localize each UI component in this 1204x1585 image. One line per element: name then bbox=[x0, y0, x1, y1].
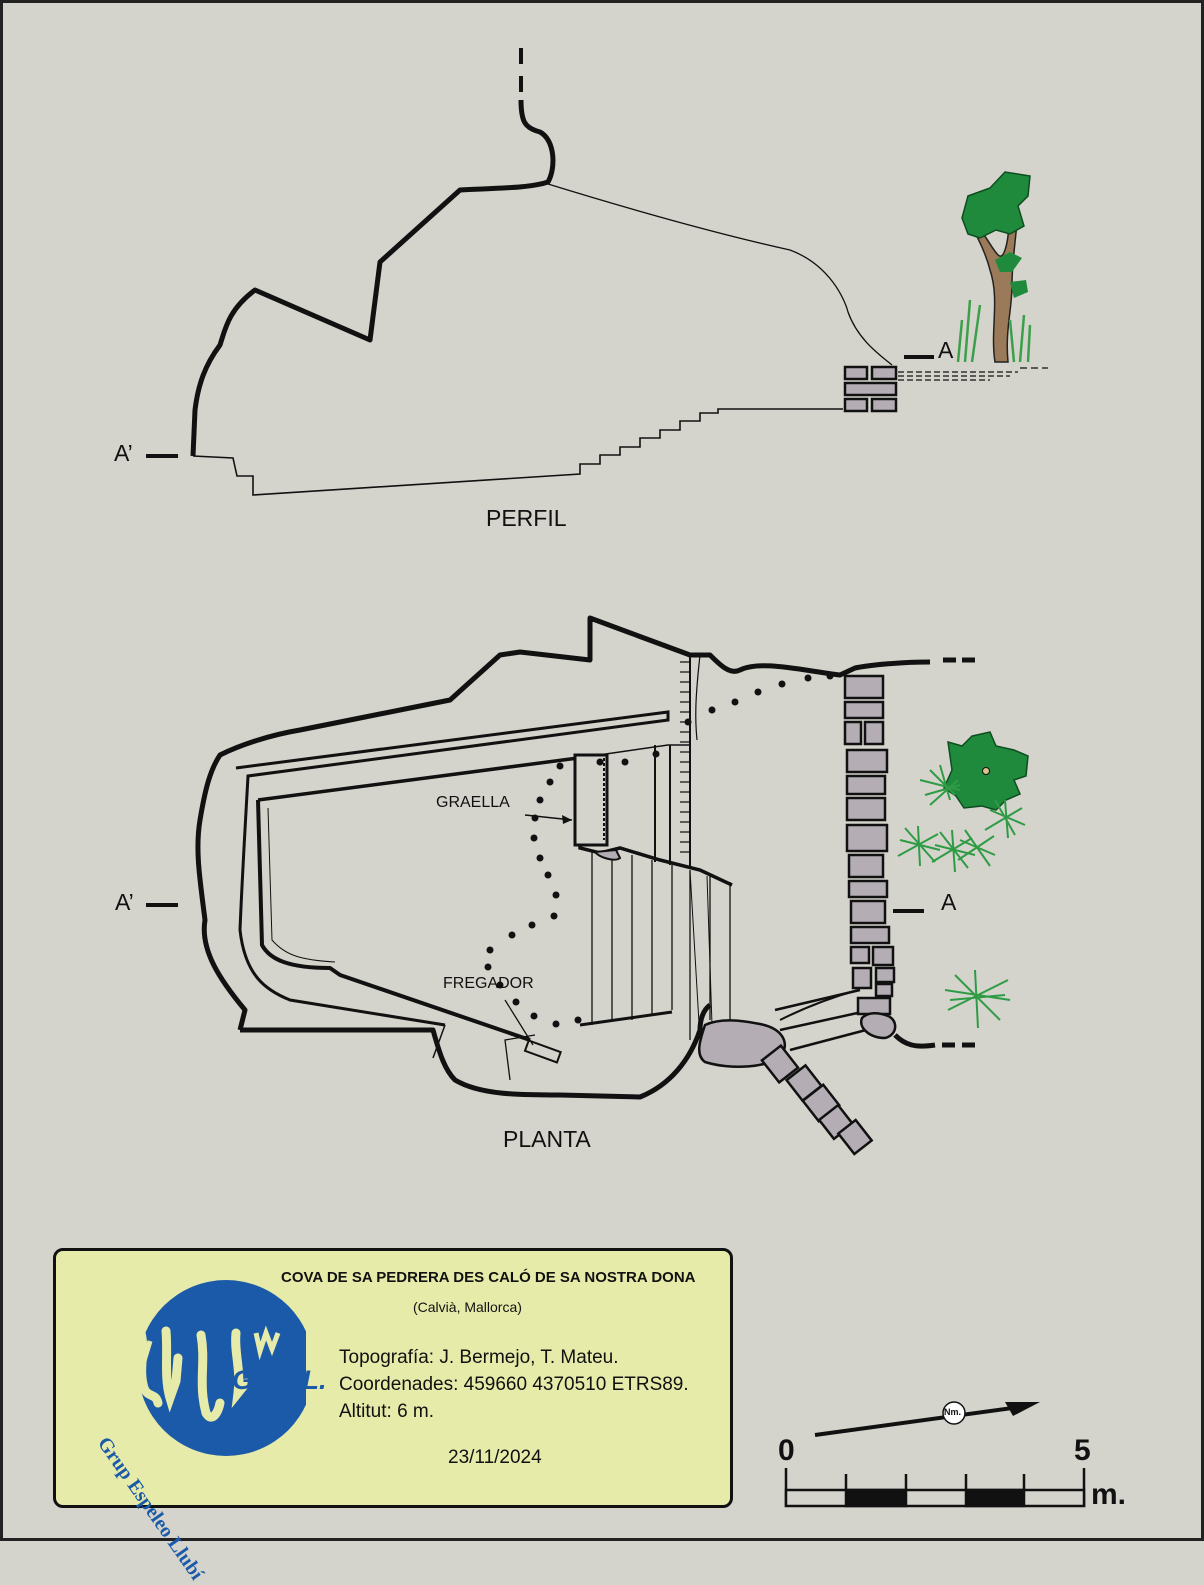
altitude: Altitut: 6 m. bbox=[339, 1401, 435, 1422]
plan-a-prime-label: A’ bbox=[115, 889, 134, 915]
page-border bbox=[0, 0, 1204, 1541]
scale-bar bbox=[784, 1468, 1086, 1508]
scale-end-label: 5 bbox=[1074, 1434, 1091, 1467]
plan-a-label: A bbox=[941, 889, 957, 915]
fregador-pointer-line bbox=[504, 999, 534, 1046]
survey-date: 23/11/2024 bbox=[448, 1447, 542, 1468]
plan-section bbox=[146, 615, 975, 1100]
fregador-label: FREGADOR bbox=[443, 975, 534, 992]
plan-dripline-dots bbox=[484, 672, 834, 1028]
plan-title: PLANTA bbox=[503, 1126, 591, 1152]
legend-box: G.E.LL. Grup Espeleo Llubí COVA DE SA PE… bbox=[53, 1248, 733, 1584]
gell-logo-icon bbox=[133, 1280, 306, 1456]
plan-entrance-blocks bbox=[698, 1012, 897, 1156]
graella-feature-shape bbox=[573, 753, 609, 847]
gell-logo-text: G.E.LL. bbox=[232, 1365, 327, 1395]
profile-tree-icon bbox=[956, 171, 1032, 363]
north-arrow-label: Nm. bbox=[944, 1407, 962, 1417]
graella-label: GRAELLA bbox=[436, 794, 510, 811]
profile-ceiling-outline bbox=[190, 99, 556, 457]
profile-floor-steps bbox=[192, 408, 843, 496]
plan-wall-blocks bbox=[843, 674, 896, 1016]
fregador-feature-shape bbox=[523, 1039, 562, 1064]
profile-wall-blocks bbox=[843, 365, 898, 413]
profile-section bbox=[146, 48, 1048, 496]
profile-a-label: A bbox=[938, 337, 954, 363]
scale-unit-label: m. bbox=[1091, 1478, 1127, 1511]
profile-ground-surface bbox=[898, 371, 1018, 381]
scale-start-label: 0 bbox=[778, 1434, 795, 1467]
coordinates: Coordenades: 459660 4370510 ETRS89. bbox=[339, 1374, 689, 1395]
profile-a-prime-label: A’ bbox=[114, 440, 133, 466]
cave-name: COVA DE SA PEDRERA DES CALÓ DE SA NOSTRA… bbox=[281, 1269, 696, 1286]
cave-location: (Calvià, Mallorca) bbox=[413, 1299, 522, 1315]
north-arrow-icon bbox=[814, 1401, 1040, 1437]
topography-credits: Topografía: J. Bermejo, T. Mateu. bbox=[339, 1347, 619, 1368]
profile-title: PERFIL bbox=[486, 505, 567, 531]
profile-ceiling-fine-line bbox=[547, 183, 893, 366]
plan-vegetation-icons bbox=[897, 731, 1029, 1029]
plan-cave-outline bbox=[195, 615, 931, 1031]
survey-drawing bbox=[0, 0, 1204, 1541]
